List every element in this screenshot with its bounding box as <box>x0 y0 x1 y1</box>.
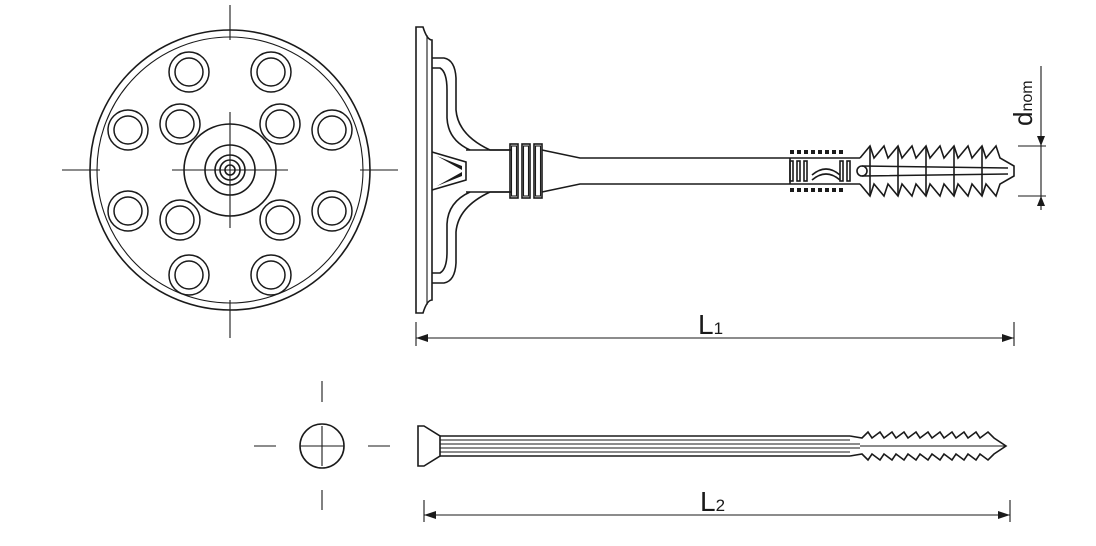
dnom-label: dnom <box>1008 80 1038 126</box>
l1-label: L1 <box>698 309 723 340</box>
l1-dimension: L1 <box>415 309 1015 346</box>
expansion-slots <box>789 150 851 192</box>
dnom-dimension: dnom <box>1008 66 1046 210</box>
washer-holes <box>107 51 353 296</box>
nail-end-view <box>254 381 390 510</box>
dowel-side-view <box>415 26 1015 314</box>
nail-side-view <box>417 425 1008 467</box>
l2-label: L2 <box>700 486 725 517</box>
l2-dimension: L2 <box>423 486 1011 522</box>
washer-front-view <box>62 5 398 338</box>
